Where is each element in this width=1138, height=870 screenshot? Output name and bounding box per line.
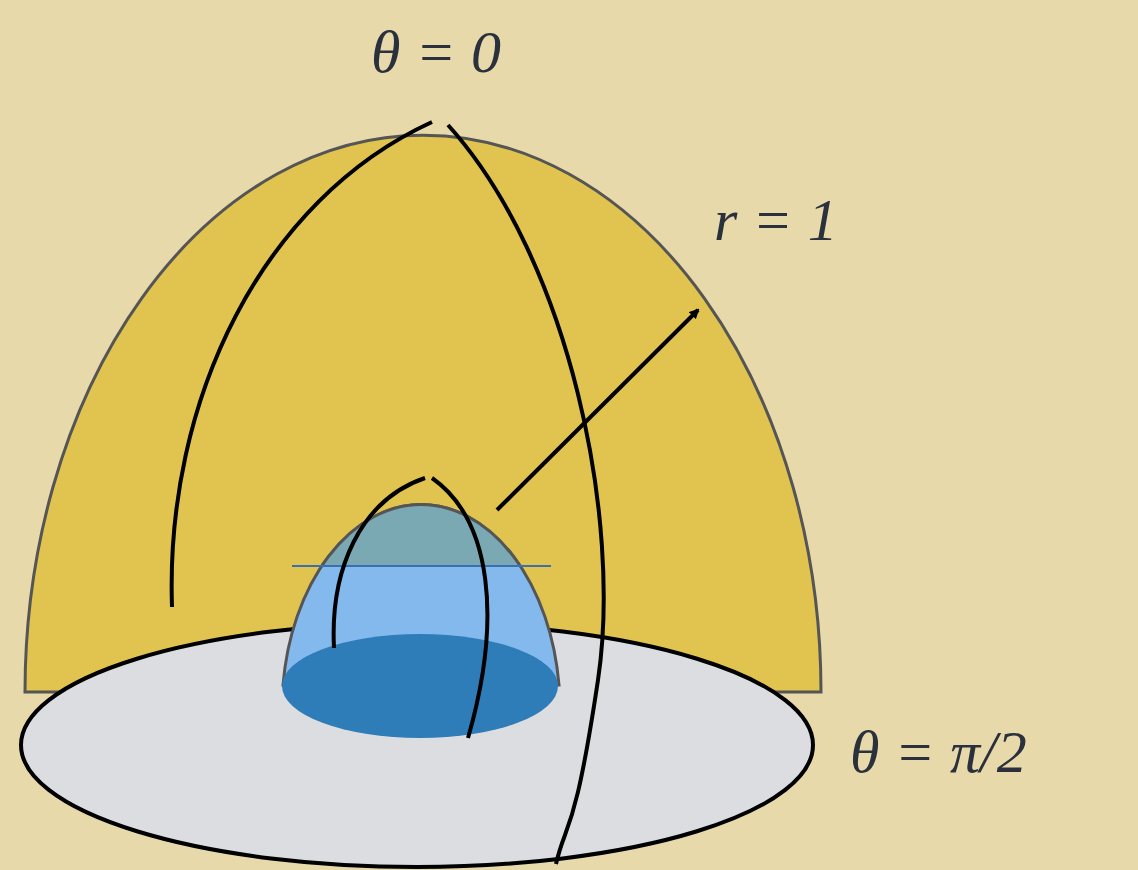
inner-disk [282,634,558,738]
inner-hemisphere-top [283,505,559,566]
radius-arrow [497,310,698,510]
angle-label: θ = 0 [371,22,501,82]
inner-meridian [432,478,487,738]
inner-meridian [334,478,425,648]
disk-rim [292,565,551,567]
angle-label: θ = π/2 [850,722,1027,782]
radius-label: r = 1 [714,190,838,250]
equatorial-disk [21,623,813,867]
outer-meridian [448,125,604,864]
outer-hemisphere [25,135,821,692]
